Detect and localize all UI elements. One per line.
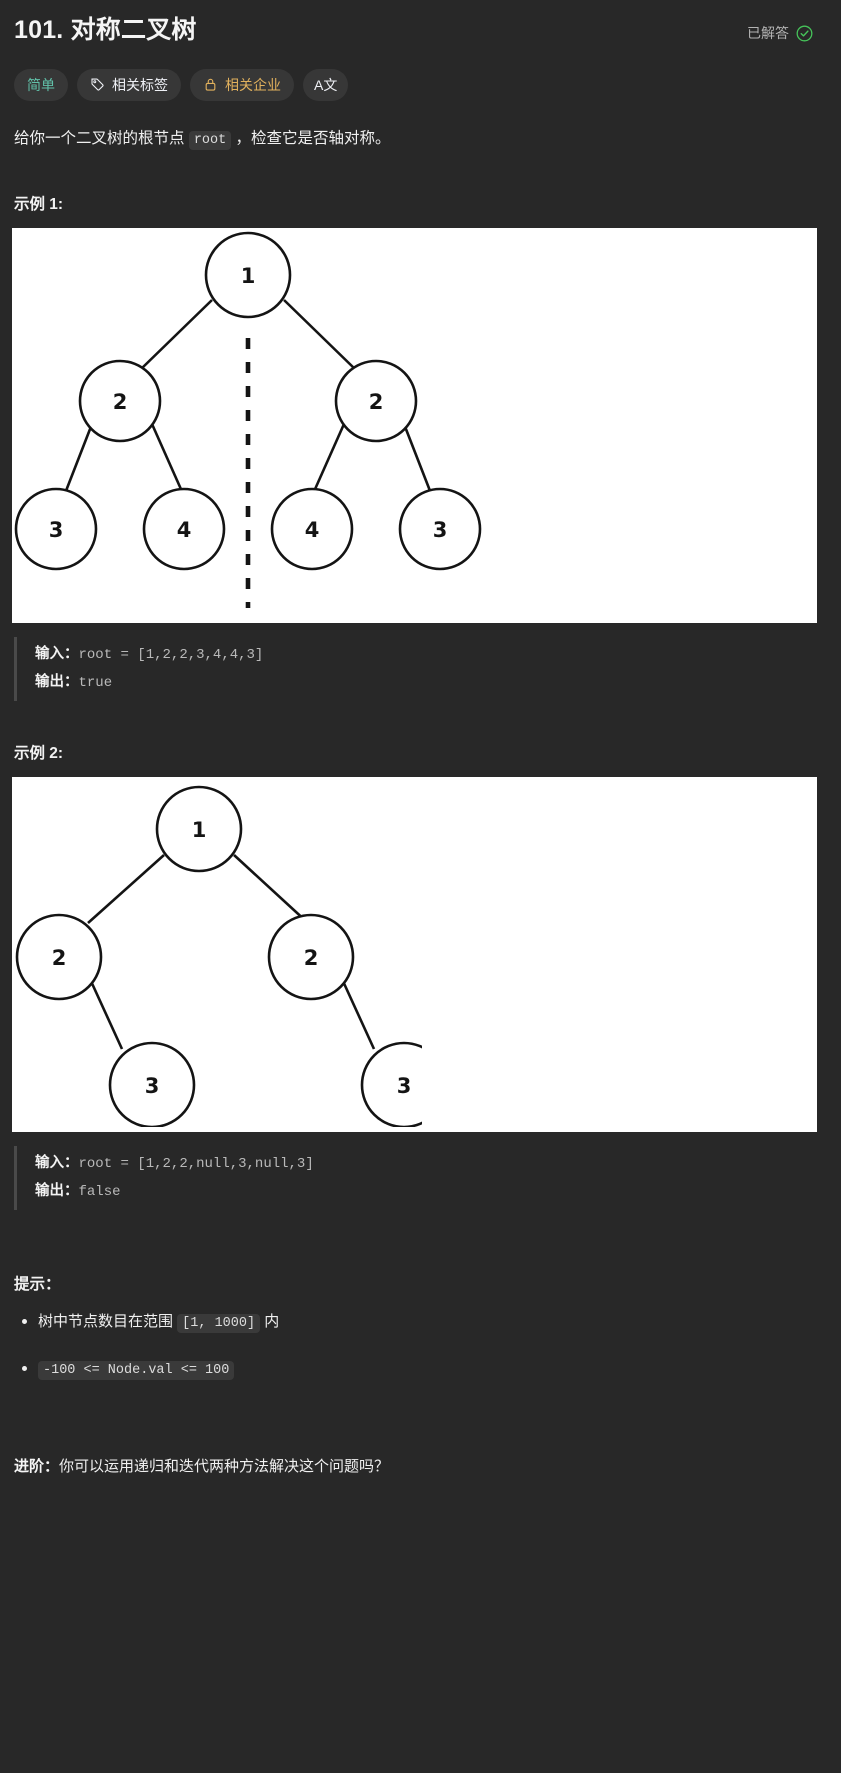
example-2-figure: 1 2 2 3 3 bbox=[12, 776, 817, 1132]
constraint-code: -100 <= Node.val <= 100 bbox=[38, 1360, 235, 1380]
example-2-io: 输入：root = [1,2,2,null,3,null,3] 输出：false bbox=[14, 1145, 817, 1210]
constraint-item: -100 <= Node.val <= 100 bbox=[22, 1357, 817, 1382]
svg-text:4: 4 bbox=[177, 518, 192, 542]
lock-icon bbox=[203, 77, 218, 92]
example-2-heading: 示例 2: bbox=[14, 744, 64, 762]
svg-text:2: 2 bbox=[113, 390, 128, 414]
svg-text:3: 3 bbox=[145, 1074, 160, 1098]
status-label: 已解答 bbox=[747, 25, 789, 41]
example-2-output-value: false bbox=[78, 1183, 121, 1200]
translate-icon: A文 bbox=[314, 76, 338, 93]
svg-text:2: 2 bbox=[369, 390, 384, 414]
status-badge: 已解答 bbox=[747, 14, 813, 43]
followup-text: 你可以运用递归和迭代两种方法解决这个问题吗？ bbox=[59, 1457, 390, 1475]
svg-text:3: 3 bbox=[397, 1074, 412, 1098]
followup: 进阶：你可以运用递归和迭代两种方法解决这个问题吗？ bbox=[12, 1454, 817, 1480]
svg-text:2: 2 bbox=[304, 946, 319, 970]
related-topics-label: 相关标签 bbox=[112, 76, 168, 93]
example-1-input-value: root = [1,2,2,3,4,4,3] bbox=[78, 647, 264, 664]
example-1-figure: 1 2 2 3 4 4 3 bbox=[12, 228, 817, 624]
language-toggle-button[interactable]: A文 bbox=[303, 68, 349, 101]
constraints-list: 树中节点数目在范围 [1, 1000] 内 -100 <= Node.val <… bbox=[12, 1310, 817, 1382]
example-2-output-label: 输出： bbox=[35, 1182, 79, 1199]
constraint-text-after: 内 bbox=[260, 1312, 280, 1330]
header: 101. 对称二叉树 已解答 bbox=[12, 14, 817, 47]
example-2-input-value: root = [1,2,2,null,3,null,3] bbox=[78, 1155, 314, 1172]
example-1: 示例 1: bbox=[12, 192, 817, 701]
difficulty-label: 简单 bbox=[27, 76, 55, 93]
check-circle-icon bbox=[796, 25, 813, 42]
example-2: 示例 2: 1 2 bbox=[12, 741, 817, 1210]
example-1-io: 输入：root = [1,2,2,3,4,4,3] 输出：true bbox=[14, 637, 817, 701]
meta-badge-row: 简单 相关标签 相关企业 A文 bbox=[12, 68, 817, 101]
page-title: 101. 对称二叉树 bbox=[14, 16, 197, 44]
inline-code-root: root bbox=[188, 130, 232, 150]
example-2-input-label: 输入： bbox=[35, 1154, 79, 1171]
description-text-after: ，检查它是否轴对称。 bbox=[231, 129, 391, 147]
example-1-output-label: 输出： bbox=[35, 674, 79, 691]
example-1-input-label: 输入： bbox=[35, 646, 79, 663]
constraint-code: [1, 1000] bbox=[177, 1313, 261, 1333]
description-text-before: 给你一个二叉树的根节点 bbox=[14, 129, 189, 147]
constraint-item: 树中节点数目在范围 [1, 1000] 内 bbox=[22, 1310, 817, 1335]
constraint-text-before: 树中节点数目在范围 bbox=[38, 1312, 178, 1330]
problem-description: 给你一个二叉树的根节点 root ，检查它是否轴对称。 bbox=[12, 125, 817, 153]
related-companies-button[interactable]: 相关企业 bbox=[190, 68, 294, 101]
svg-text:3: 3 bbox=[49, 518, 64, 542]
example-1-output-value: true bbox=[78, 675, 113, 692]
svg-text:3: 3 bbox=[433, 518, 448, 542]
svg-text:4: 4 bbox=[305, 518, 320, 542]
svg-text:1: 1 bbox=[241, 264, 256, 288]
example-1-heading: 示例 1: bbox=[14, 196, 64, 214]
followup-label: 进阶： bbox=[14, 1457, 60, 1475]
svg-text:2: 2 bbox=[52, 946, 67, 970]
difficulty-badge[interactable]: 简单 bbox=[14, 68, 68, 101]
tag-icon bbox=[90, 77, 105, 92]
related-companies-label: 相关企业 bbox=[225, 76, 281, 93]
related-topics-button[interactable]: 相关标签 bbox=[77, 68, 181, 101]
hints-heading: 提示： bbox=[14, 1275, 61, 1293]
svg-text:1: 1 bbox=[192, 818, 207, 842]
